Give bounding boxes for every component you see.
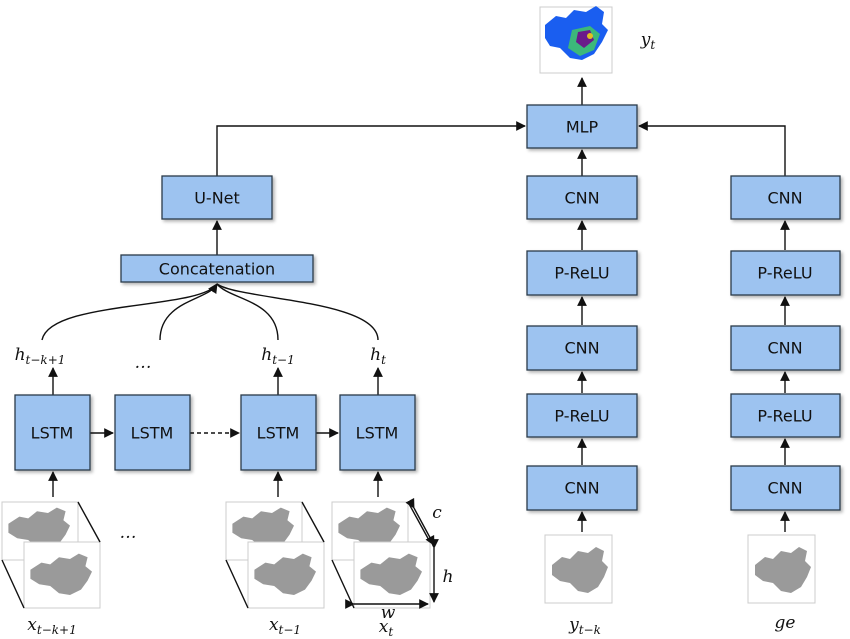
connectors <box>41 77 790 532</box>
lstm-label: LSTM <box>131 424 174 443</box>
mlp-box: MLP <box>526 104 638 149</box>
cnn-label: CNN <box>564 479 599 498</box>
xt-k1-map-stack <box>1 501 101 609</box>
cnn-label: CNN <box>767 339 802 358</box>
cnn-column-1: CNN P-ReLU CNN P-ReLU CNN <box>526 175 638 511</box>
unet-label: U-Net <box>194 189 240 208</box>
cnn-label: CNN <box>767 479 802 498</box>
yt-k-map-image <box>544 534 613 604</box>
unet-box: U-Net <box>161 175 273 220</box>
cnn-label: CNN <box>564 339 599 358</box>
lstm-row: LSTM LSTM LSTM LSTM <box>14 394 416 471</box>
dimension-arrows: c h w <box>345 497 454 623</box>
cnn-label: CNN <box>767 189 802 208</box>
yt-label: yt <box>640 30 656 52</box>
y-t-k-label: yt−k <box>568 615 601 637</box>
x-t-k1-label: xt−k+1 <box>27 615 76 637</box>
output-map-image <box>539 6 613 74</box>
cnn-column-2: CNN P-ReLU CNN P-ReLU CNN <box>730 175 841 511</box>
dim-w-label: w <box>381 603 396 623</box>
x-ellipsis: … <box>120 523 137 543</box>
concatenation-label: Concatenation <box>159 260 275 279</box>
dim-c-label: c <box>432 503 442 523</box>
h-t-k1-label: ht−k+1 <box>15 345 66 367</box>
prelu-label: P-ReLU <box>757 407 812 426</box>
h-ellipsis: … <box>135 353 152 373</box>
lstm-label: LSTM <box>356 424 399 443</box>
h-t-label: ht <box>370 345 386 367</box>
ge-map-image <box>747 534 816 604</box>
lstm-label: LSTM <box>31 424 74 443</box>
lstm-label: LSTM <box>257 424 300 443</box>
h-t-1-label: ht−1 <box>261 345 294 367</box>
xt-map-stack <box>331 501 431 609</box>
cnn-label: CNN <box>564 189 599 208</box>
concatenation-box: Concatenation <box>120 254 314 283</box>
xt-1-map-stack <box>225 501 325 609</box>
x-t-1-label: xt−1 <box>269 615 301 637</box>
mlp-label: MLP <box>566 118 599 137</box>
dim-h-label: h <box>443 567 454 587</box>
prelu-label: P-ReLU <box>554 407 609 426</box>
ge-label: ge <box>775 613 796 633</box>
prelu-label: P-ReLU <box>554 264 609 283</box>
prelu-label: P-ReLU <box>757 264 812 283</box>
x-t-label: xt <box>379 617 394 639</box>
